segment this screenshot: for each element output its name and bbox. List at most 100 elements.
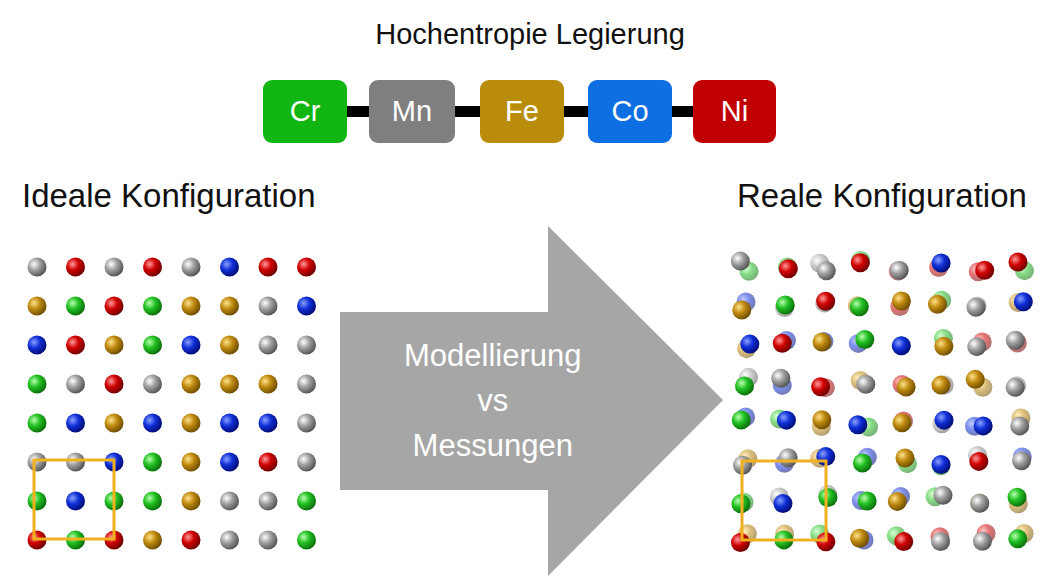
atom <box>928 295 947 314</box>
atom <box>143 531 162 550</box>
atom <box>143 453 162 472</box>
element-symbol: Co <box>611 95 648 128</box>
atom <box>894 532 913 551</box>
atom <box>220 336 239 355</box>
atom <box>28 297 47 316</box>
atom <box>220 531 239 550</box>
atom <box>143 258 162 277</box>
atom <box>932 376 951 395</box>
block-arrow: Modellierung vs Messungen <box>340 226 723 576</box>
element-box: Mn <box>369 80 455 143</box>
atom <box>105 336 124 355</box>
element-box: Fe <box>480 80 564 143</box>
atom <box>777 411 796 430</box>
atom <box>974 416 993 435</box>
atom <box>297 531 316 550</box>
atom <box>66 492 85 511</box>
atom <box>297 375 316 394</box>
atom <box>297 414 316 433</box>
atom <box>66 414 85 433</box>
atom <box>851 253 870 272</box>
bond-connector <box>564 106 588 117</box>
atom <box>182 414 201 433</box>
atom <box>776 295 795 314</box>
atom <box>969 452 988 471</box>
atom <box>1006 378 1025 397</box>
atom <box>105 414 124 433</box>
atom <box>779 259 798 278</box>
atom <box>817 261 836 280</box>
atom <box>105 258 124 277</box>
atom <box>732 300 751 319</box>
atom <box>28 258 47 277</box>
atom <box>732 410 751 429</box>
atom <box>1008 529 1027 548</box>
atom <box>220 492 239 511</box>
atom <box>967 337 986 356</box>
atom <box>773 334 792 353</box>
unit-cell-frame <box>34 460 114 539</box>
atom <box>858 492 877 511</box>
atom <box>1006 331 1025 350</box>
bond-connector <box>455 106 480 117</box>
atom <box>731 533 750 552</box>
bond-connector <box>347 106 369 117</box>
atom <box>848 415 867 434</box>
arrow-label: Modellierung vs Messungen <box>404 333 582 468</box>
atom <box>182 453 201 472</box>
atom <box>28 414 47 433</box>
atom <box>259 531 278 550</box>
atom <box>182 336 201 355</box>
element-symbol: Ni <box>721 95 748 128</box>
atom <box>143 297 162 316</box>
bond-connector <box>672 106 693 117</box>
atom <box>297 297 316 316</box>
atom <box>812 410 831 429</box>
atom <box>259 336 278 355</box>
atom <box>966 370 985 389</box>
atom <box>1010 416 1029 435</box>
atom <box>1012 451 1031 470</box>
atom <box>182 531 201 550</box>
atom <box>932 253 951 272</box>
atom <box>28 375 47 394</box>
atom <box>220 375 239 394</box>
atom-ghost <box>889 261 908 280</box>
atom <box>855 330 874 349</box>
element-symbol: Fe <box>505 95 539 128</box>
atom <box>779 448 798 467</box>
atom <box>143 414 162 433</box>
section-label: Ideale Konfiguration <box>22 177 316 215</box>
atom <box>297 258 316 277</box>
atom <box>143 492 162 511</box>
atom <box>853 453 872 472</box>
atom <box>297 453 316 472</box>
atom <box>143 336 162 355</box>
atom <box>888 492 907 511</box>
atom <box>28 492 47 511</box>
arrow-shape <box>340 226 723 576</box>
element-symbol: Cr <box>290 95 321 128</box>
atom <box>259 414 278 433</box>
atom <box>816 292 835 311</box>
atom <box>182 375 201 394</box>
atom <box>143 375 162 394</box>
atom <box>182 297 201 316</box>
atom <box>934 337 953 356</box>
atom <box>182 258 201 277</box>
atom <box>966 298 985 317</box>
atom <box>893 413 912 432</box>
atom <box>735 376 754 395</box>
atom <box>935 411 954 430</box>
atom <box>220 297 239 316</box>
atom <box>740 335 759 354</box>
unit-cell-frame <box>742 461 826 540</box>
atom <box>856 375 875 394</box>
atom <box>1008 253 1027 272</box>
atom-ghost <box>892 336 911 355</box>
arrow-outline <box>340 226 723 576</box>
atom <box>182 492 201 511</box>
atom <box>818 488 837 507</box>
atom <box>773 494 792 513</box>
